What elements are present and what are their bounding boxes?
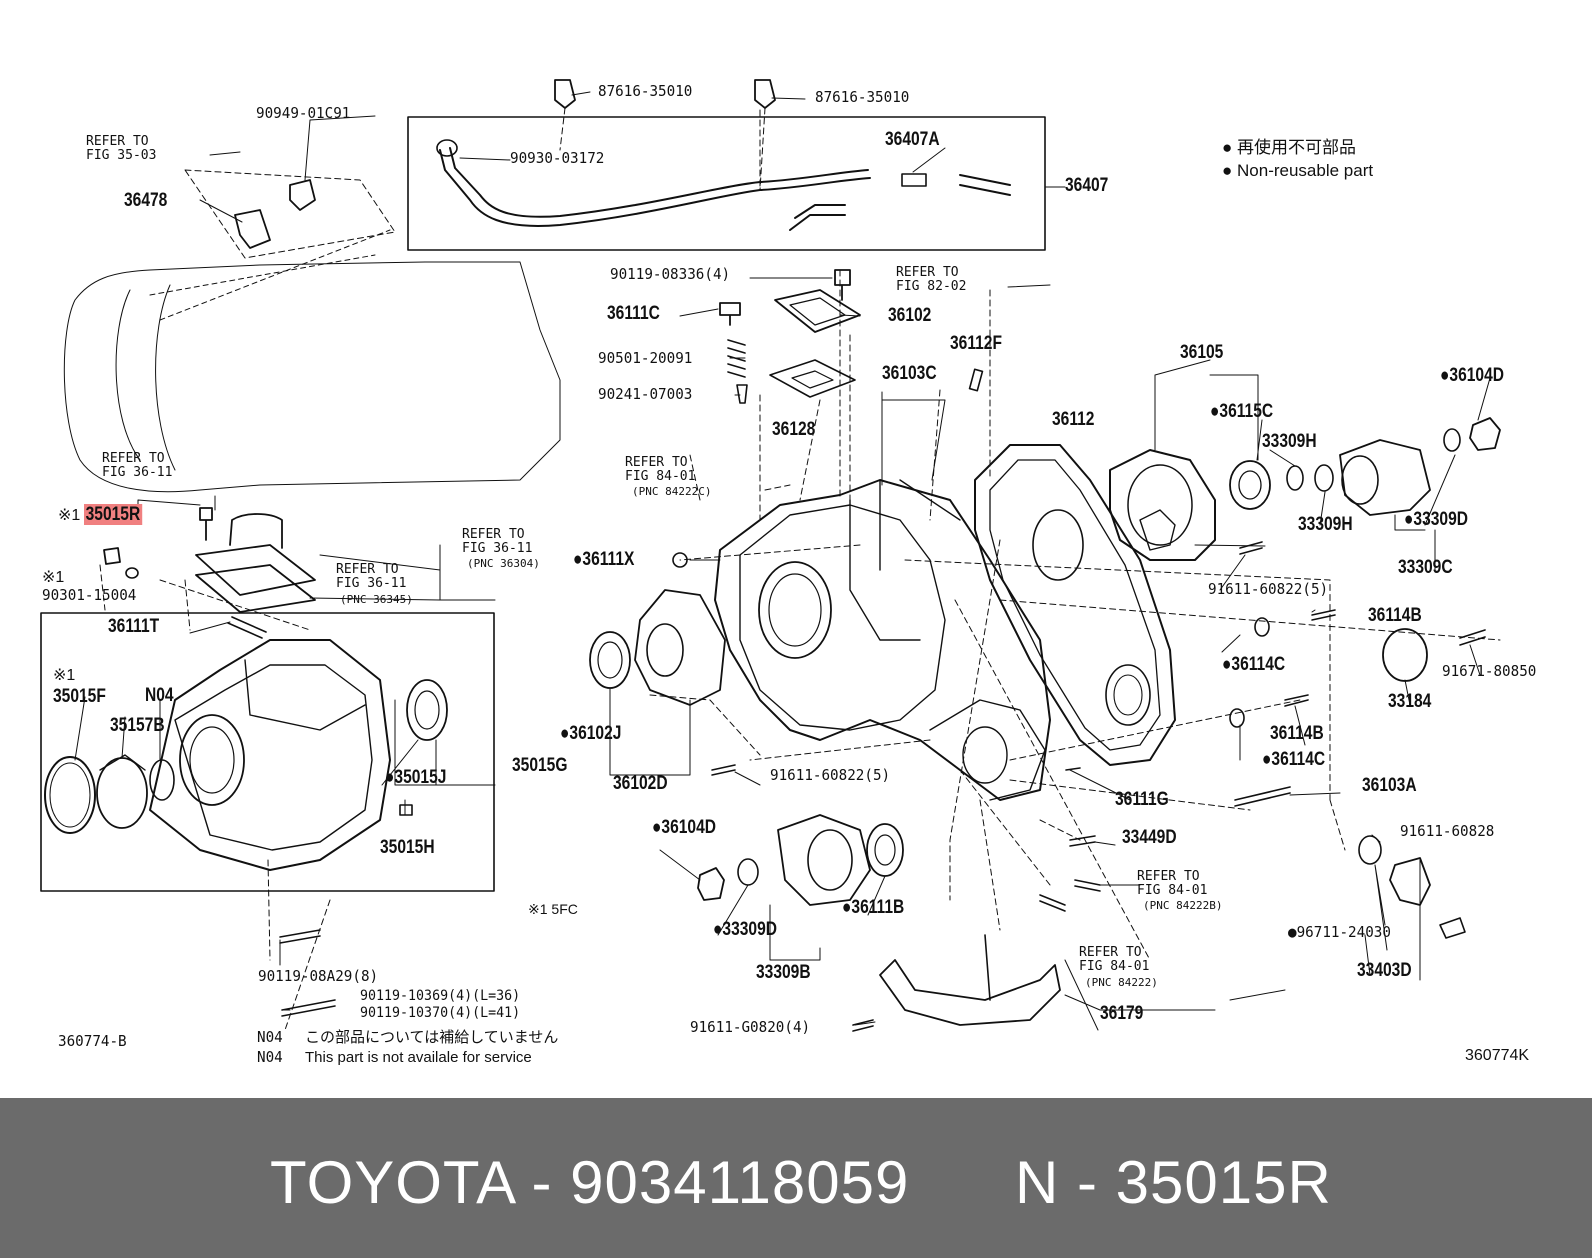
- refer-note: REFER TO FIG 36-11: [102, 451, 173, 480]
- refer-note: REFER TO FIG 84-01: [625, 455, 696, 484]
- part-label[interactable]: 90949-01C91: [256, 104, 351, 122]
- part-label[interactable]: ●36102J: [560, 723, 622, 744]
- part-label[interactable]: 36111G: [1115, 789, 1169, 810]
- part-label[interactable]: 87616-35010: [815, 88, 910, 106]
- part-label[interactable]: 35015F: [53, 686, 106, 707]
- part-label[interactable]: 36105: [1180, 342, 1224, 363]
- note-code: N04: [257, 1048, 283, 1066]
- pnc-note: (PNC 36345): [340, 593, 413, 606]
- part-label[interactable]: ●36115C: [1210, 401, 1274, 422]
- part-label[interactable]: 90301-15004: [42, 586, 137, 604]
- part-label[interactable]: 35157B: [110, 715, 165, 736]
- part-label[interactable]: 91611-G0820(4): [690, 1018, 811, 1036]
- part-label[interactable]: 36111C: [607, 303, 660, 324]
- part-label[interactable]: 35015H: [380, 837, 435, 858]
- part-label[interactable]: 35015G: [512, 755, 568, 776]
- part-label[interactable]: 90930-03172: [510, 149, 605, 167]
- legend-jp: ● 再使用不可部品: [1222, 138, 1357, 157]
- part-label[interactable]: ●36114C: [1222, 654, 1286, 675]
- part-label[interactable]: 33184: [1388, 691, 1432, 712]
- part-label[interactable]: 33449D: [1122, 827, 1177, 848]
- mark-note: ※1: [53, 667, 76, 684]
- pnc-note: (PNC 84222B): [1143, 899, 1223, 912]
- refer-note: REFER TO FIG 35-03: [86, 134, 157, 163]
- part-label[interactable]: 90241-07003: [598, 385, 693, 403]
- note-text-en: This part is not availale for service: [305, 1049, 532, 1066]
- part-label[interactable]: 36103A: [1362, 775, 1417, 796]
- part-label[interactable]: 91611-60828: [1400, 822, 1495, 840]
- part-label[interactable]: 36407A: [885, 129, 940, 150]
- pnc-note: (PNC 84222): [1085, 976, 1158, 989]
- footer-bar: TOYOTA - 9034118059 N - 35015R: [0, 1098, 1592, 1258]
- part-label[interactable]: 33309C: [1398, 557, 1453, 578]
- part-label[interactable]: 36114B: [1270, 723, 1324, 744]
- part-label[interactable]: 36102D: [613, 773, 668, 794]
- part-label[interactable]: 33403D: [1357, 960, 1412, 981]
- part-label[interactable]: 90119-10369(4)(L=36): [360, 988, 521, 1004]
- pnc-note: (PNC 84222C): [632, 485, 712, 498]
- parts-diagram: ● 再使用不可部品 ● Non-reusable part 87616-3501…: [40, 79, 1537, 1066]
- diagram-code: 360774-B: [58, 1032, 127, 1050]
- refer-note: REFER TO FIG 36-11: [336, 562, 407, 591]
- part-label[interactable]: 36407: [1065, 175, 1109, 196]
- legend-en: ● Non-reusable part: [1222, 161, 1374, 180]
- brand-part-number: TOYOTA - 9034118059: [270, 1149, 910, 1216]
- part-label[interactable]: ●36111X: [573, 549, 635, 570]
- diagram-code: 360774K: [1465, 1047, 1530, 1064]
- part-label[interactable]: 33309H: [1298, 514, 1353, 535]
- refer-note: REFER TO FIG 82-02: [896, 265, 967, 294]
- reference-number: N - 35015R: [1015, 1149, 1332, 1216]
- part-label[interactable]: 90119-10370(4)(L=41): [360, 1005, 521, 1021]
- part-label[interactable]: 36102: [888, 305, 932, 326]
- note-text-jp: この部品については補給していません: [305, 1029, 559, 1046]
- part-label[interactable]: 36179: [1100, 1003, 1144, 1024]
- mark-note: ※1 5FC: [528, 901, 578, 917]
- mark-note: ※1: [58, 507, 81, 524]
- note-code: N04: [257, 1028, 283, 1046]
- part-label[interactable]: ●36114C: [1262, 749, 1326, 770]
- part-label[interactable]: ●36111B: [842, 897, 905, 918]
- highlighted-part-label[interactable]: 35015R: [84, 504, 142, 525]
- part-label[interactable]: 36112F: [950, 333, 1002, 354]
- part-label[interactable]: 90119-08336(4): [610, 265, 731, 283]
- legend-dot-icon: ●: [1222, 138, 1233, 157]
- part-label[interactable]: ●35015J: [385, 767, 447, 788]
- hose-group-box: [407, 116, 1046, 251]
- part-label[interactable]: 36112: [1052, 409, 1095, 430]
- part-label[interactable]: 91671-80850: [1442, 662, 1537, 680]
- part-label[interactable]: 33309H: [1262, 431, 1317, 452]
- extension-housing-box: [40, 612, 495, 892]
- refer-note: REFER TO FIG 84-01: [1137, 869, 1208, 898]
- part-label[interactable]: 36128: [772, 419, 816, 440]
- refer-note: REFER TO FIG 36-11: [462, 527, 533, 556]
- diagram-drawing: [40, 79, 1501, 1032]
- part-label[interactable]: ●36104D: [1440, 365, 1504, 386]
- part-label[interactable]: 36478: [124, 190, 168, 211]
- legend-dot-icon: ●: [1222, 161, 1233, 180]
- pnc-note: (PNC 36304): [467, 557, 540, 570]
- part-label[interactable]: ●33309D: [713, 919, 777, 940]
- part-label[interactable]: 90119-08A29(8): [258, 967, 379, 985]
- part-label[interactable]: 36114B: [1368, 605, 1422, 626]
- part-label[interactable]: 36111T: [108, 616, 160, 637]
- mark-note: ※1: [42, 569, 65, 586]
- part-label[interactable]: ●36104D: [652, 817, 716, 838]
- part-label[interactable]: 33309B: [756, 962, 811, 983]
- part-label[interactable]: ●33309D: [1404, 509, 1468, 530]
- part-label[interactable]: 36103C: [882, 363, 937, 384]
- refer-note: REFER TO FIG 84-01: [1079, 945, 1150, 974]
- part-label[interactable]: 91611-60822(5): [1208, 580, 1329, 598]
- part-label[interactable]: ●96711-24030: [1288, 923, 1391, 941]
- part-label[interactable]: 87616-35010: [598, 82, 693, 100]
- part-label[interactable]: 90501-20091: [598, 349, 693, 367]
- part-label[interactable]: N04: [145, 685, 174, 706]
- part-label[interactable]: 91611-60822(5): [770, 766, 891, 784]
